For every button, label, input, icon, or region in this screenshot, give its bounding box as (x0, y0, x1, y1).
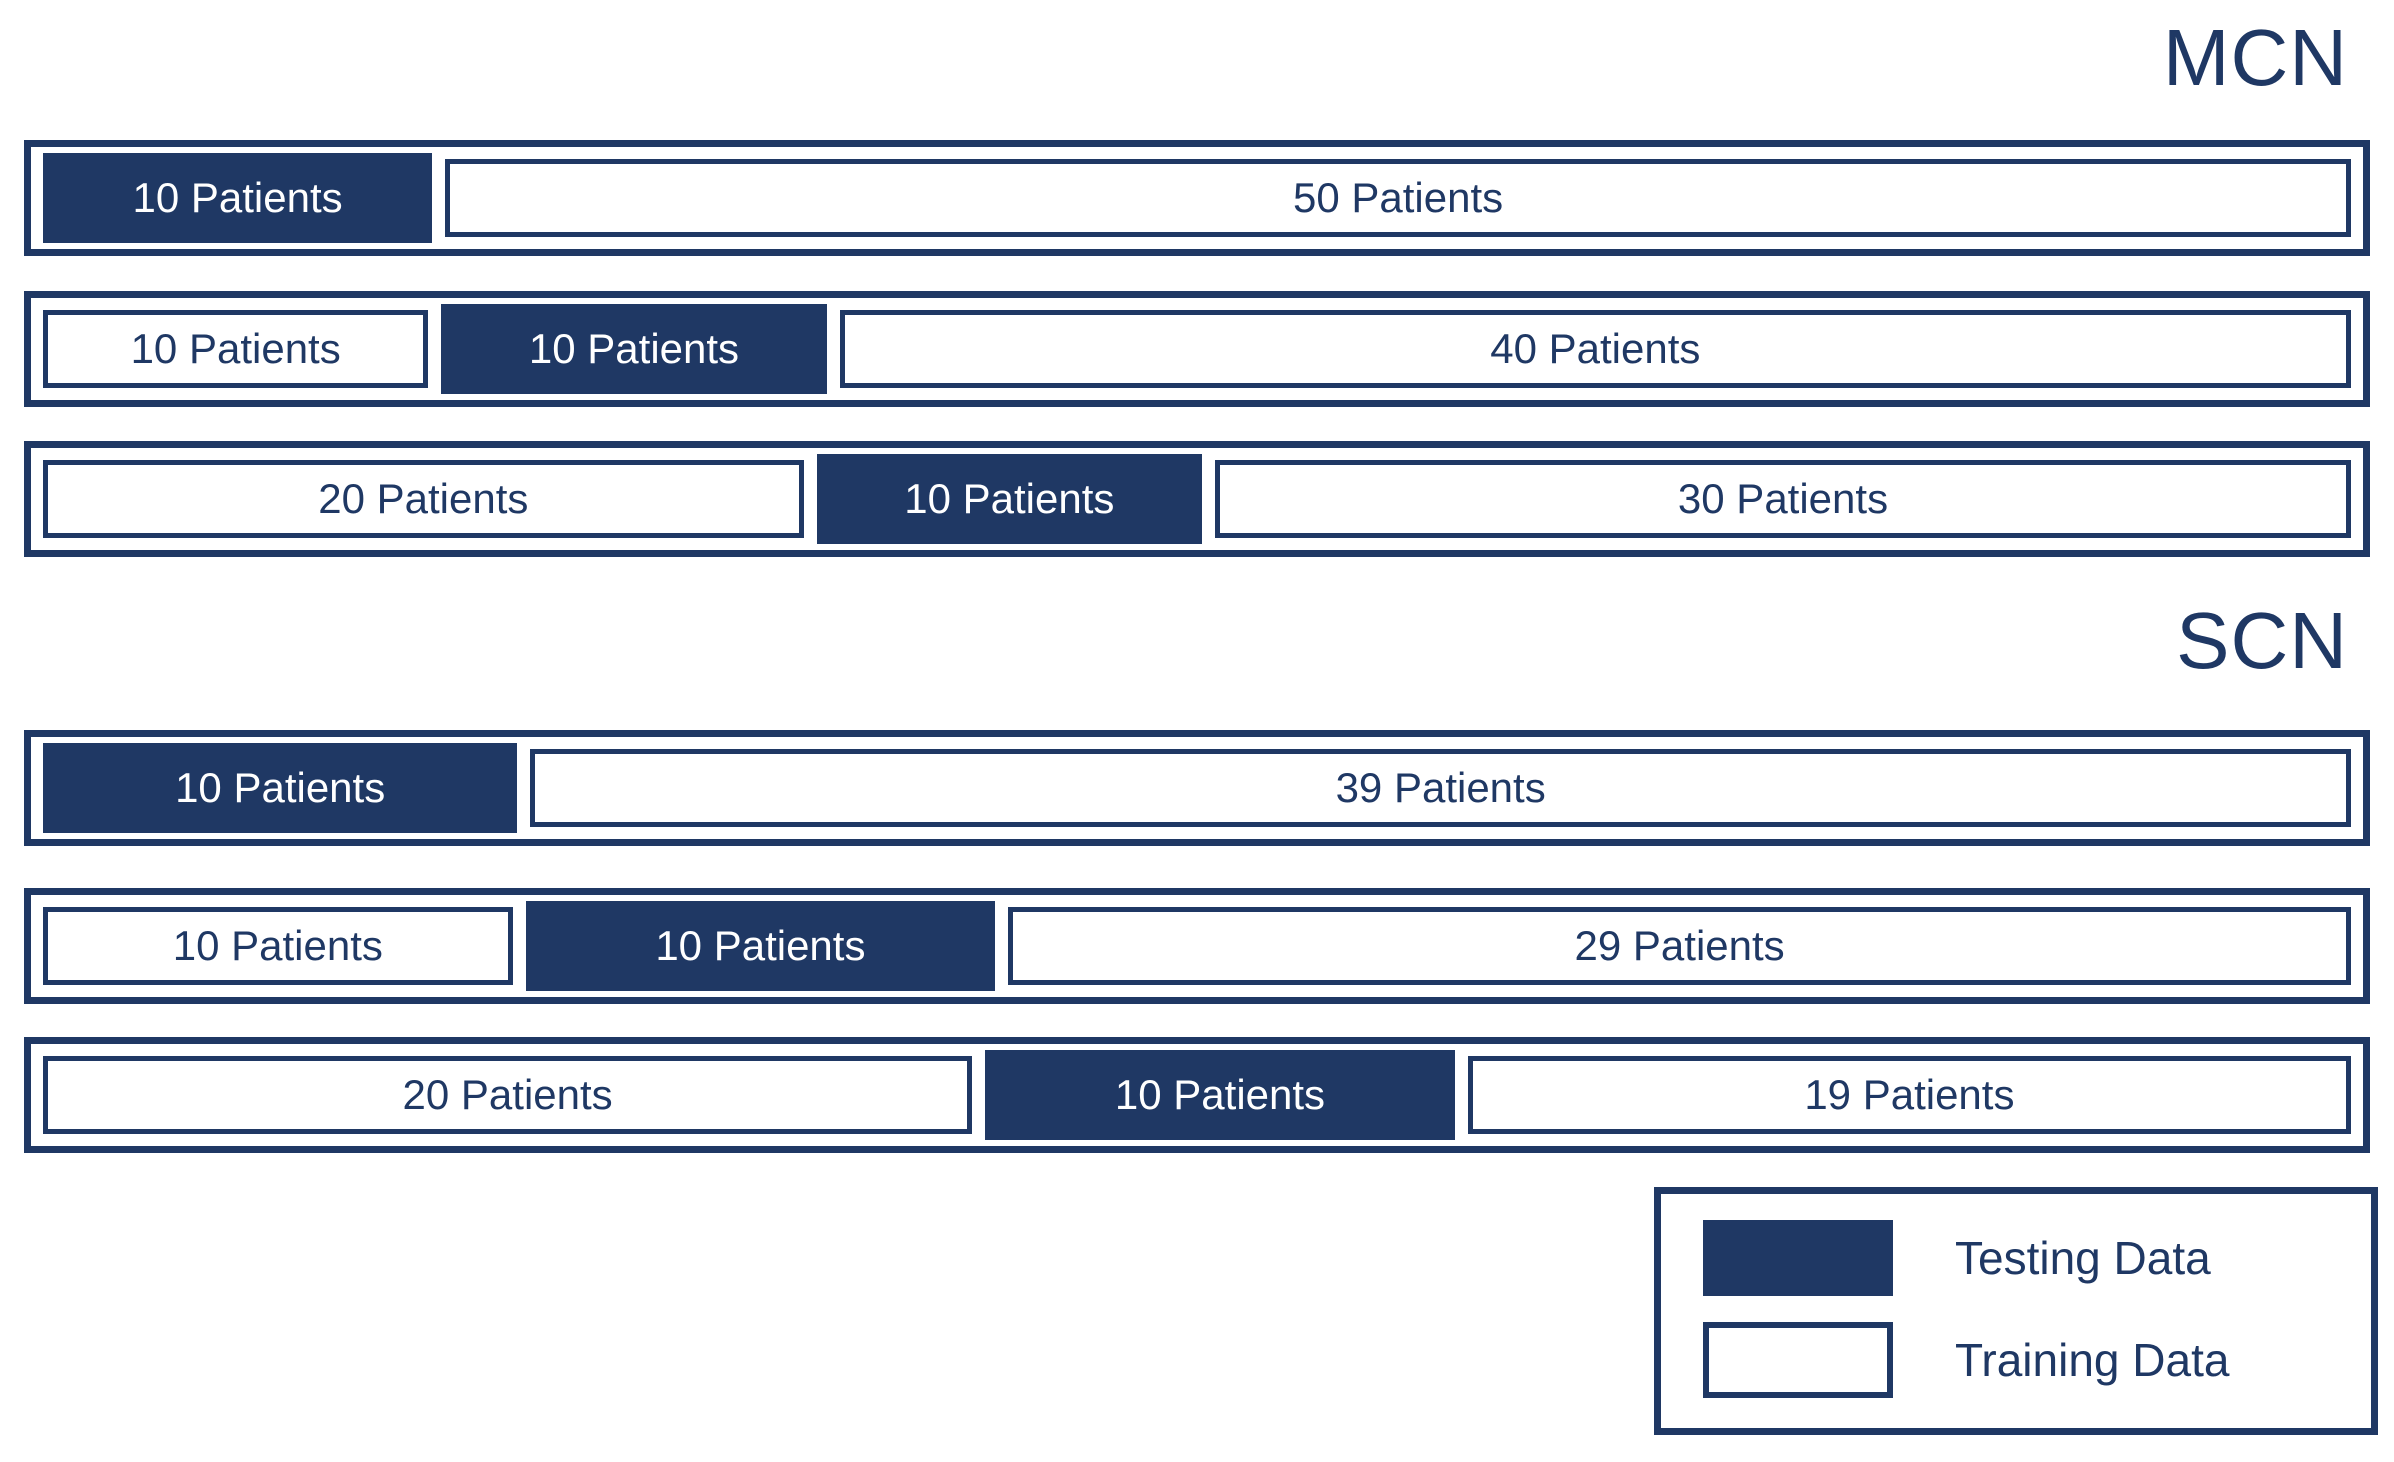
patient-segment: 10 Patients (43, 743, 518, 833)
testing-data-swatch (1703, 1220, 1893, 1296)
mcn-fold-3-row: 20 Patients 10 Patients 30 Patients (24, 441, 2370, 557)
legend-item: Testing Data (1703, 1220, 2331, 1296)
patient-segment: 19 Patients (1467, 1056, 2351, 1134)
section-title-scn: SCN (2176, 596, 2348, 685)
scn-fold-3-row: 20 Patients 10 Patients 19 Patients (24, 1037, 2370, 1153)
legend-item: Training Data (1703, 1322, 2331, 1398)
mcn-fold-1-row: 10 Patients 50 Patients (24, 140, 2370, 256)
legend: Testing Data Training Data (1654, 1187, 2378, 1435)
patient-segment: 10 Patients (43, 153, 433, 243)
patient-segment: 39 Patients (530, 749, 2351, 827)
legend-label: Training Data (1955, 1334, 2230, 1386)
legend-label: Testing Data (1955, 1232, 2211, 1284)
patient-segment: 30 Patients (1215, 460, 2351, 538)
patient-segment: 20 Patients (43, 1056, 973, 1134)
patient-segment: 10 Patients (43, 907, 513, 985)
training-data-swatch (1703, 1322, 1893, 1398)
cross-validation-figure: MCN 10 Patients 50 Patients 10 Patients … (0, 12, 2394, 1462)
patient-segment: 10 Patients (441, 304, 827, 394)
patient-segment: 10 Patients (985, 1050, 1455, 1140)
patient-segment: 10 Patients (816, 454, 1202, 544)
patient-segment: 50 Patients (445, 159, 2351, 237)
patient-segment: 40 Patients (839, 310, 2351, 388)
scn-fold-1-row: 10 Patients 39 Patients (24, 730, 2370, 846)
mcn-fold-2-row: 10 Patients 10 Patients 40 Patients (24, 291, 2370, 407)
patient-segment: 20 Patients (43, 460, 804, 538)
section-title-mcn: MCN (2162, 13, 2348, 102)
patient-segment: 29 Patients (1008, 907, 2351, 985)
patient-segment: 10 Patients (525, 901, 996, 991)
patient-segment: 10 Patients (43, 310, 429, 388)
scn-fold-2-row: 10 Patients 10 Patients 29 Patients (24, 888, 2370, 1004)
